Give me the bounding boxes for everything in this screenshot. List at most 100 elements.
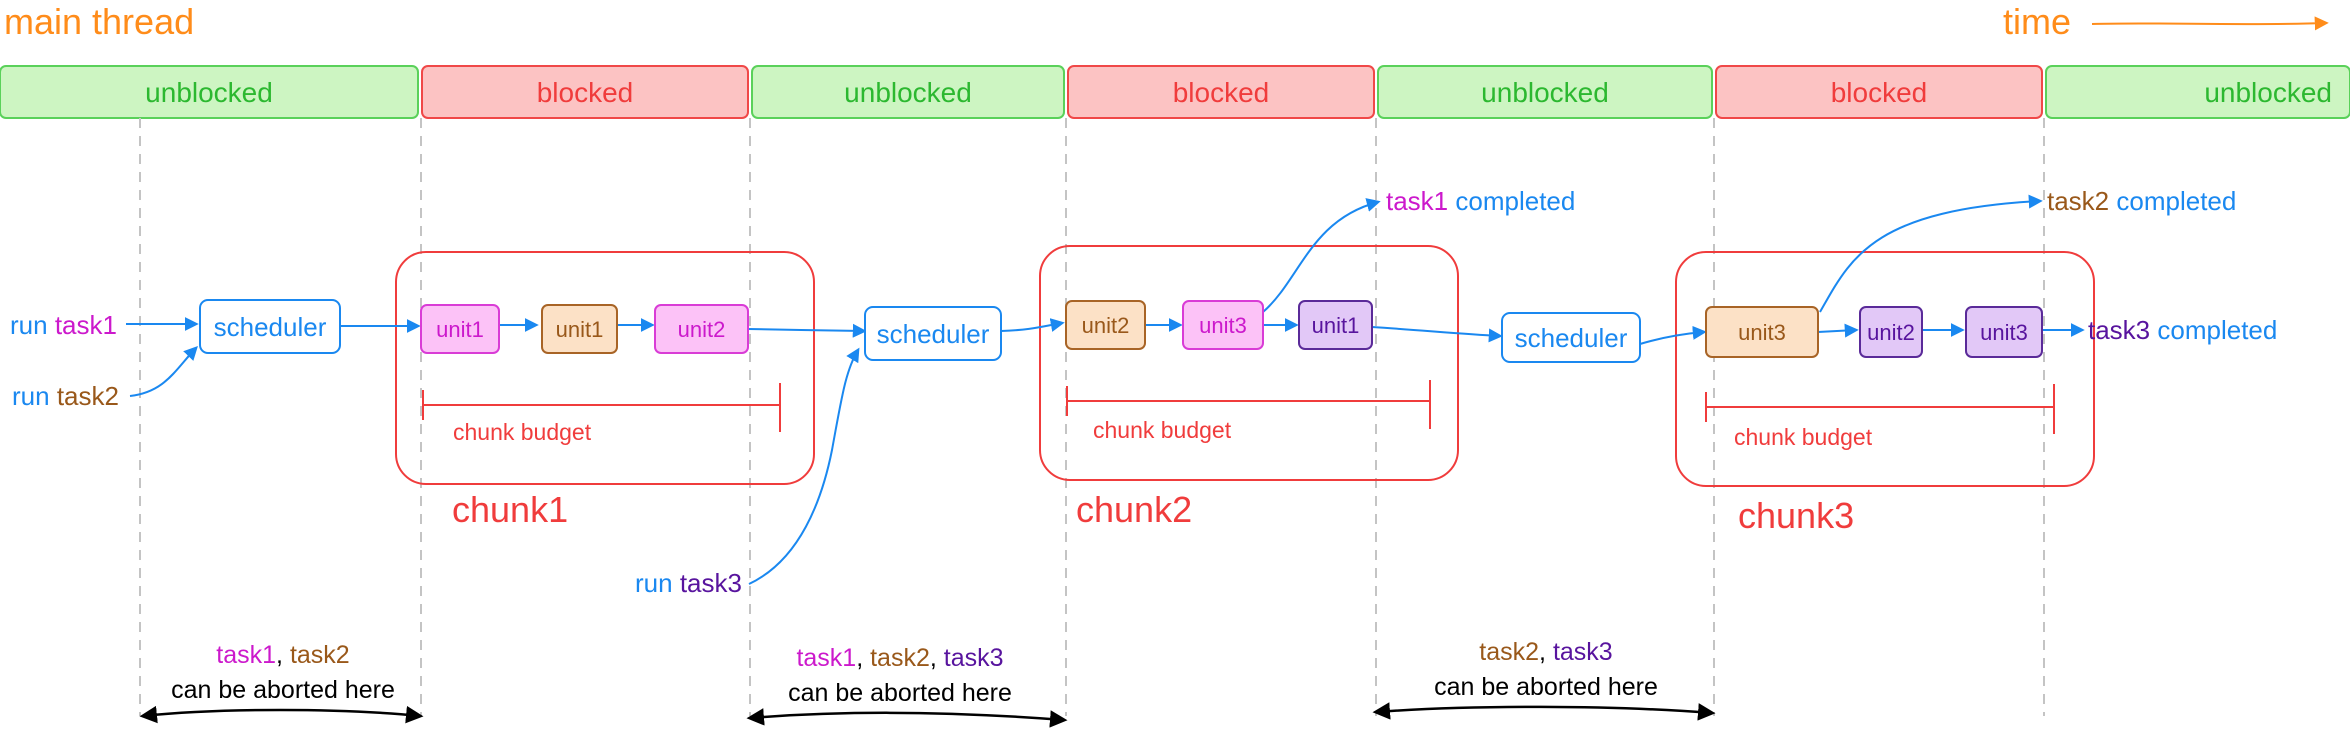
chunk-2-label: chunk2 (1076, 489, 1192, 530)
timeline-segment-5-label: unblocked (1481, 77, 1609, 108)
timeline-segment-3-bar (751, 65, 1065, 119)
abort-window-1-span (139, 705, 424, 724)
chunk-1-label: chunk1 (452, 489, 568, 530)
main-thread-title: main thread (4, 1, 194, 42)
flow-arrows (126, 194, 2085, 585)
chunk-2: chunk2 chunk budget (1039, 245, 1459, 530)
arrow-chunk2-out (1371, 326, 1503, 343)
timeline-segment-7-bar (2045, 65, 2350, 119)
timeline-segment-1-bar (0, 65, 419, 119)
chunk-1-unit-1-box (420, 304, 500, 354)
timeline-segment-1-label: unblocked (145, 77, 273, 108)
phase-boundaries (139, 118, 2045, 716)
chunk-1-unit-3-label: unit2 (678, 317, 726, 342)
chunk-3-unit-2: unit2 (1859, 306, 1923, 358)
arrow-task1-completed (1262, 198, 1381, 313)
abort-window-1-tasks: task1, task2 (216, 641, 349, 669)
chunk-3-unit-1: unit3 (1705, 306, 1819, 358)
chunk-2-budget-bracket (1066, 380, 1431, 429)
abort-window-2-span (746, 708, 1068, 728)
chunk-3: chunk3 chunk budget (1675, 251, 2095, 536)
arrow-run-task3 (748, 347, 860, 585)
abort-window-2: task1, task2, task3 can be aborted here (746, 644, 1068, 728)
abort-window-3: task2, task3 can be aborted here (1372, 638, 1716, 721)
chunk-1-budget-label: chunk budget (453, 419, 592, 445)
chunk-1-budget-bracket (422, 383, 781, 432)
chunk-2-unit-1-box (1065, 300, 1146, 350)
chunk-2-unit-2-label: unit3 (1199, 313, 1247, 338)
chunk-3-unit-1-box (1705, 306, 1819, 358)
timeline-segment-5-bar (1377, 65, 1713, 119)
arrow-task2-completed (1819, 194, 2043, 313)
timeline-segment-1: unblocked (0, 65, 419, 119)
abort-window-3-text: can be aborted here (1434, 673, 1658, 701)
chunk-2-unit-3: unit1 (1298, 300, 1373, 350)
chunk-2-unit-3-box (1298, 300, 1373, 350)
timeline-segment-7: unblocked (2045, 65, 2350, 119)
scheduler-1-label: scheduler (214, 312, 327, 342)
chunk-3-budget-bracket (1705, 384, 2055, 434)
thread-timeline: unblocked blocked unblocked blocked unblocke… (0, 65, 2350, 119)
run-task1-label: run task1 (10, 310, 117, 340)
timeline-segment-4-bar (1067, 65, 1375, 119)
chunk-1-unit-1: unit1 (420, 304, 500, 354)
abort-window-3-span (1372, 702, 1716, 721)
timeline-segment-6-label: blocked (1831, 77, 1928, 108)
timeline-segment-4-label: blocked (1173, 77, 1270, 108)
scheduler-1: scheduler (199, 299, 341, 354)
chunk-1-unit-3: unit2 (654, 304, 749, 354)
chunk-1-unit-2-box (541, 304, 618, 354)
run-task2-label: run task2 (12, 381, 119, 411)
scheduler-2-box (864, 306, 1002, 361)
chunk-1: chunk1 chunk budget (395, 251, 815, 530)
abort-window-1-text: can be aborted here (171, 676, 395, 704)
chunk-1-unit-3-box (654, 304, 749, 354)
scheduler-2-label: scheduler (877, 319, 990, 349)
scheduler-3-box (1501, 312, 1641, 363)
timeline-segment-6-bar (1715, 65, 2043, 119)
arrow-to-chunk2 (1000, 318, 1065, 332)
chunk-3-unit-2-label: unit2 (1867, 320, 1915, 345)
chunk-2-frame (1039, 245, 1459, 481)
chunk-2-unit-1: unit2 (1065, 300, 1146, 350)
chunk-3-unit-3-label: unit3 (1980, 320, 2028, 345)
timeline-segment-3: unblocked (751, 65, 1065, 119)
abort-window-2-text: can be aborted here (788, 679, 1012, 707)
time-arrow (2091, 16, 2329, 31)
arrow-chunk1-out (747, 323, 867, 338)
timeline-segment-7-label: unblocked (2204, 77, 2332, 108)
chunk-3-unit-3: unit3 (1965, 306, 2043, 358)
scheduler-1-box (199, 299, 341, 354)
timeline-segment-2: blocked (421, 65, 749, 119)
task3-completed-label: task3 completed (2088, 315, 2277, 345)
chunk-2-unit-2: unit3 (1182, 300, 1264, 350)
chunk-2-unit-2-box (1182, 300, 1264, 350)
run-task3-label: run task3 (635, 568, 742, 598)
arrow-c3-u1-u2 (1817, 323, 1859, 338)
task2-completed-label: task2 completed (2047, 186, 2236, 216)
scheduler-3-label: scheduler (1515, 323, 1628, 353)
abort-window-1: task1, task2 can be aborted here (139, 641, 424, 724)
chunk-2-unit-1-label: unit2 (1082, 313, 1130, 338)
timeline-segment-6: blocked (1715, 65, 2043, 119)
chunk-3-label: chunk3 (1738, 495, 1854, 536)
time-label: time (2003, 1, 2071, 42)
timeline-segment-3-label: unblocked (844, 77, 972, 108)
abort-window-2-tasks: task1, task2, task3 (796, 644, 1003, 672)
chunk-3-budget-label: chunk budget (1734, 424, 1873, 450)
chunk-3-unit-3-box (1965, 306, 2043, 358)
scheduler-2: scheduler (864, 306, 1002, 361)
chunk-1-unit-1-label: unit1 (436, 317, 484, 342)
timeline-segment-2-bar (421, 65, 749, 119)
chunk-2-budget-label: chunk budget (1093, 417, 1232, 443)
chunk-3-frame (1675, 251, 2095, 487)
chunk-1-frame (395, 251, 815, 485)
chunk-3-unit-2-box (1859, 306, 1923, 358)
chunk-1-unit-2: unit1 (541, 304, 618, 354)
arrow-to-chunk3 (1639, 325, 1707, 345)
arrow-run-task2 (129, 345, 198, 397)
chunk-3-unit-1-label: unit3 (1738, 320, 1786, 345)
chunk-1-unit-2-label: unit1 (556, 317, 604, 342)
timeline-segment-5: unblocked (1377, 65, 1713, 119)
